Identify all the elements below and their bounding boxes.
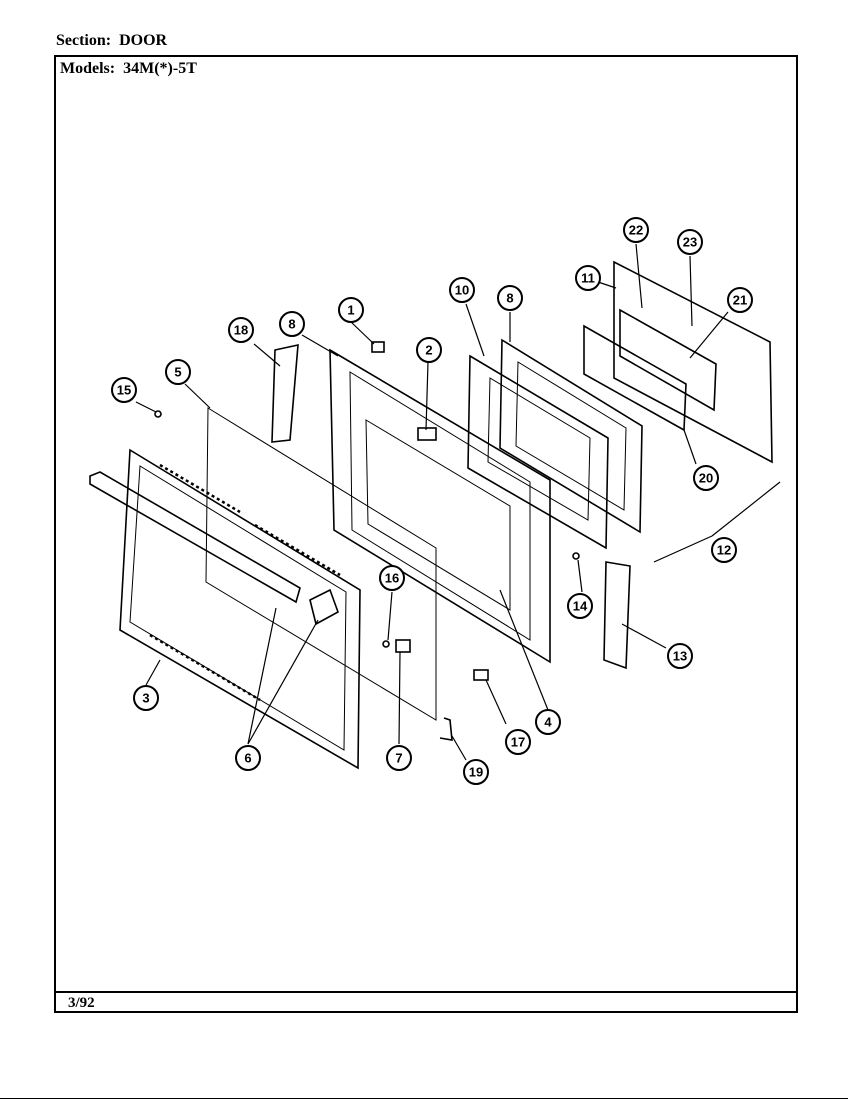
callout-20-label: 20 bbox=[699, 471, 713, 486]
handle-bracket bbox=[309, 588, 339, 626]
door-latch bbox=[417, 427, 437, 441]
callout-13: 13 bbox=[667, 643, 693, 669]
callout-11-label: 11 bbox=[581, 271, 595, 286]
callout-15-label: 15 bbox=[117, 383, 131, 398]
callout-18-label: 18 bbox=[234, 323, 248, 338]
callout-3: 3 bbox=[133, 685, 159, 711]
small-parts bbox=[154, 410, 580, 741]
callout-21: 21 bbox=[727, 287, 753, 313]
revision-date: 3/92 bbox=[68, 995, 95, 1011]
callout-22: 22 bbox=[623, 217, 649, 243]
callout-4: 4 bbox=[535, 709, 561, 735]
callout-21-label: 21 bbox=[733, 293, 747, 308]
callout-18: 18 bbox=[228, 317, 254, 343]
callout-22-label: 22 bbox=[629, 223, 643, 238]
back-panel bbox=[613, 260, 773, 464]
callout-10-label: 10 bbox=[455, 283, 469, 298]
outer-door-frame bbox=[119, 448, 361, 770]
callout-17-label: 17 bbox=[511, 735, 525, 750]
callout-4-label: 4 bbox=[544, 715, 552, 730]
callout-5: 5 bbox=[165, 359, 191, 385]
leader-lines bbox=[135, 243, 781, 761]
diagram-frame: Models: 34M(*)-5T 3/92 bbox=[54, 55, 798, 1013]
callout-2-label: 2 bbox=[425, 343, 432, 358]
callout-19: 19 bbox=[463, 759, 489, 785]
callout-17: 17 bbox=[505, 729, 531, 755]
callout-5-label: 5 bbox=[174, 365, 181, 380]
callout-1-label: 1 bbox=[347, 303, 354, 318]
callout-11: 11 bbox=[575, 265, 601, 291]
side-strip bbox=[271, 343, 299, 443]
models-heading: Models: 34M(*)-5T bbox=[60, 60, 205, 78]
section-value: DOOR bbox=[119, 32, 168, 49]
callout-13-label: 13 bbox=[673, 649, 687, 664]
footer-divider bbox=[56, 991, 796, 993]
spacer-frame bbox=[467, 354, 609, 550]
callout-19-label: 19 bbox=[469, 765, 483, 780]
callout-15: 15 bbox=[111, 377, 137, 403]
section-heading: Section: DOOR bbox=[56, 32, 175, 50]
models-label: Models: bbox=[60, 60, 116, 77]
door-handle-bar bbox=[89, 471, 301, 604]
callout-8-liner: 8 bbox=[497, 285, 523, 311]
callout-14: 14 bbox=[567, 593, 593, 619]
callout-7-label: 7 bbox=[395, 751, 402, 766]
page-bottom-rule bbox=[0, 1098, 848, 1099]
callout-6-label: 6 bbox=[244, 751, 251, 766]
section-label: Section: bbox=[56, 32, 112, 49]
small-clip bbox=[371, 341, 385, 353]
callout-14-label: 14 bbox=[573, 599, 588, 614]
callout-3-label: 3 bbox=[142, 691, 149, 706]
callout-8-inner: 8 bbox=[279, 311, 305, 337]
callout-20: 20 bbox=[693, 465, 719, 491]
hinge-strip bbox=[603, 561, 631, 670]
callout-23: 23 bbox=[677, 229, 703, 255]
callout-2: 2 bbox=[416, 337, 442, 363]
callout-1: 1 bbox=[338, 297, 364, 323]
inner-door-assembly bbox=[329, 348, 551, 664]
callout-16: 16 bbox=[379, 565, 405, 591]
callout-16-label: 16 bbox=[385, 571, 399, 586]
outer-glass-panel bbox=[205, 407, 437, 721]
inner-window-pack bbox=[583, 308, 717, 432]
callout-6: 6 bbox=[235, 745, 261, 771]
door-liner bbox=[499, 338, 643, 534]
models-value: 34M(*)-5T bbox=[123, 60, 197, 77]
callout-8-liner-label: 8 bbox=[506, 291, 513, 306]
callout-8-inner-label: 8 bbox=[288, 317, 295, 332]
callout-10: 10 bbox=[449, 277, 475, 303]
callout-23-label: 23 bbox=[683, 235, 697, 250]
callout-12: 12 bbox=[711, 537, 737, 563]
callout-7: 7 bbox=[386, 745, 412, 771]
callout-12-label: 12 bbox=[717, 543, 731, 558]
